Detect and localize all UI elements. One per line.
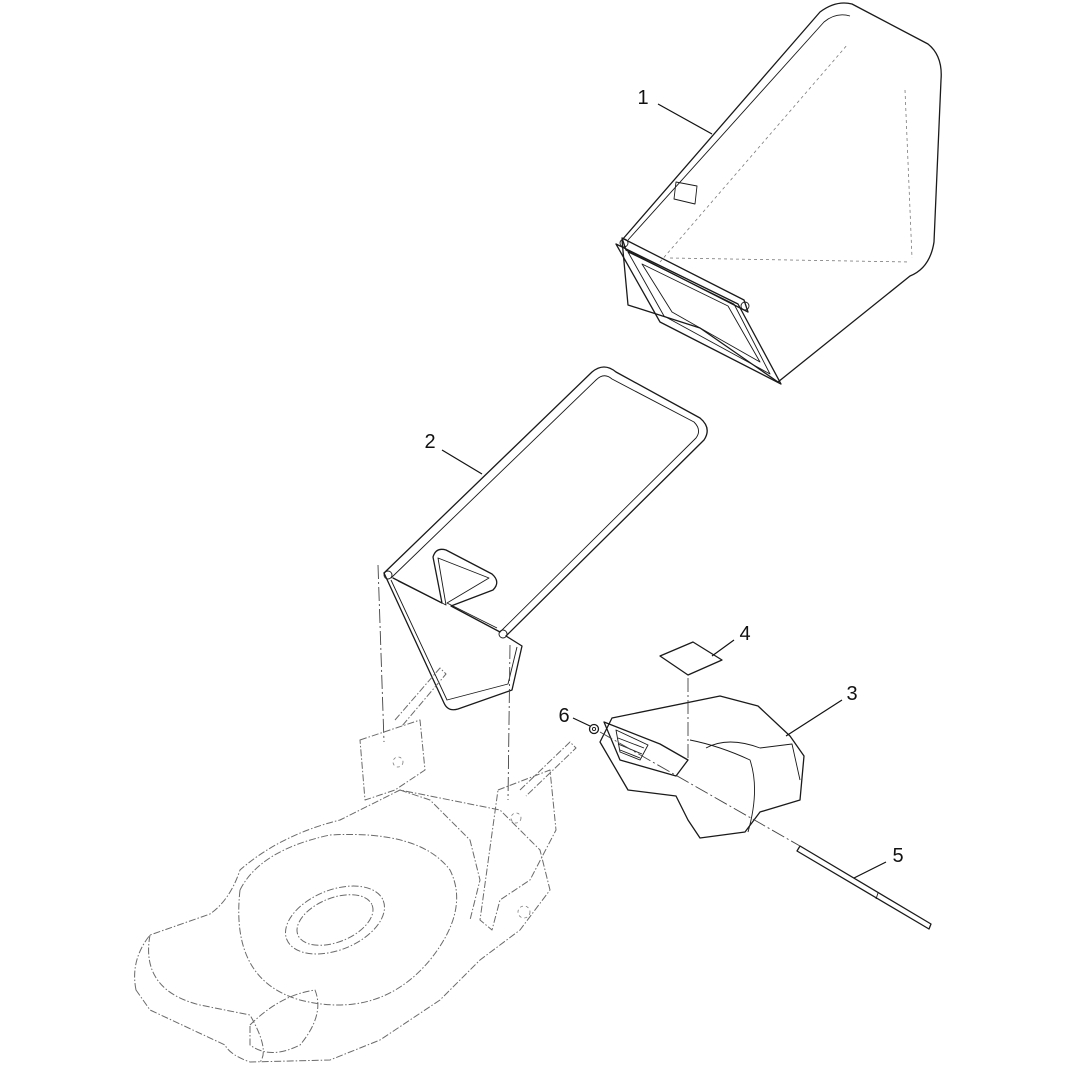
callout-6: 6 bbox=[558, 705, 591, 727]
callout-4: 4 bbox=[711, 623, 751, 657]
part-2-bag-frame bbox=[383, 366, 708, 711]
callout-number-6: 6 bbox=[558, 705, 569, 727]
callout-number-3: 3 bbox=[846, 683, 857, 705]
part-4-label bbox=[659, 641, 723, 676]
callout-number-1: 1 bbox=[637, 87, 648, 109]
part-5-hinge-rod bbox=[796, 845, 932, 930]
callout-5: 5 bbox=[853, 845, 904, 879]
callout-1: 1 bbox=[637, 87, 713, 135]
callout-2: 2 bbox=[424, 431, 483, 475]
part-3-rear-door bbox=[599, 695, 805, 839]
callout-number-2: 2 bbox=[424, 431, 435, 453]
callout-number-5: 5 bbox=[892, 845, 903, 867]
assembly-center-lines bbox=[377, 564, 801, 847]
callout-number-4: 4 bbox=[739, 623, 750, 645]
callout-3: 3 bbox=[785, 683, 858, 737]
part-1-grass-bag bbox=[615, 2, 942, 385]
part-6-retaining-clip bbox=[588, 723, 600, 735]
mower-deck-phantom bbox=[134, 667, 577, 1063]
